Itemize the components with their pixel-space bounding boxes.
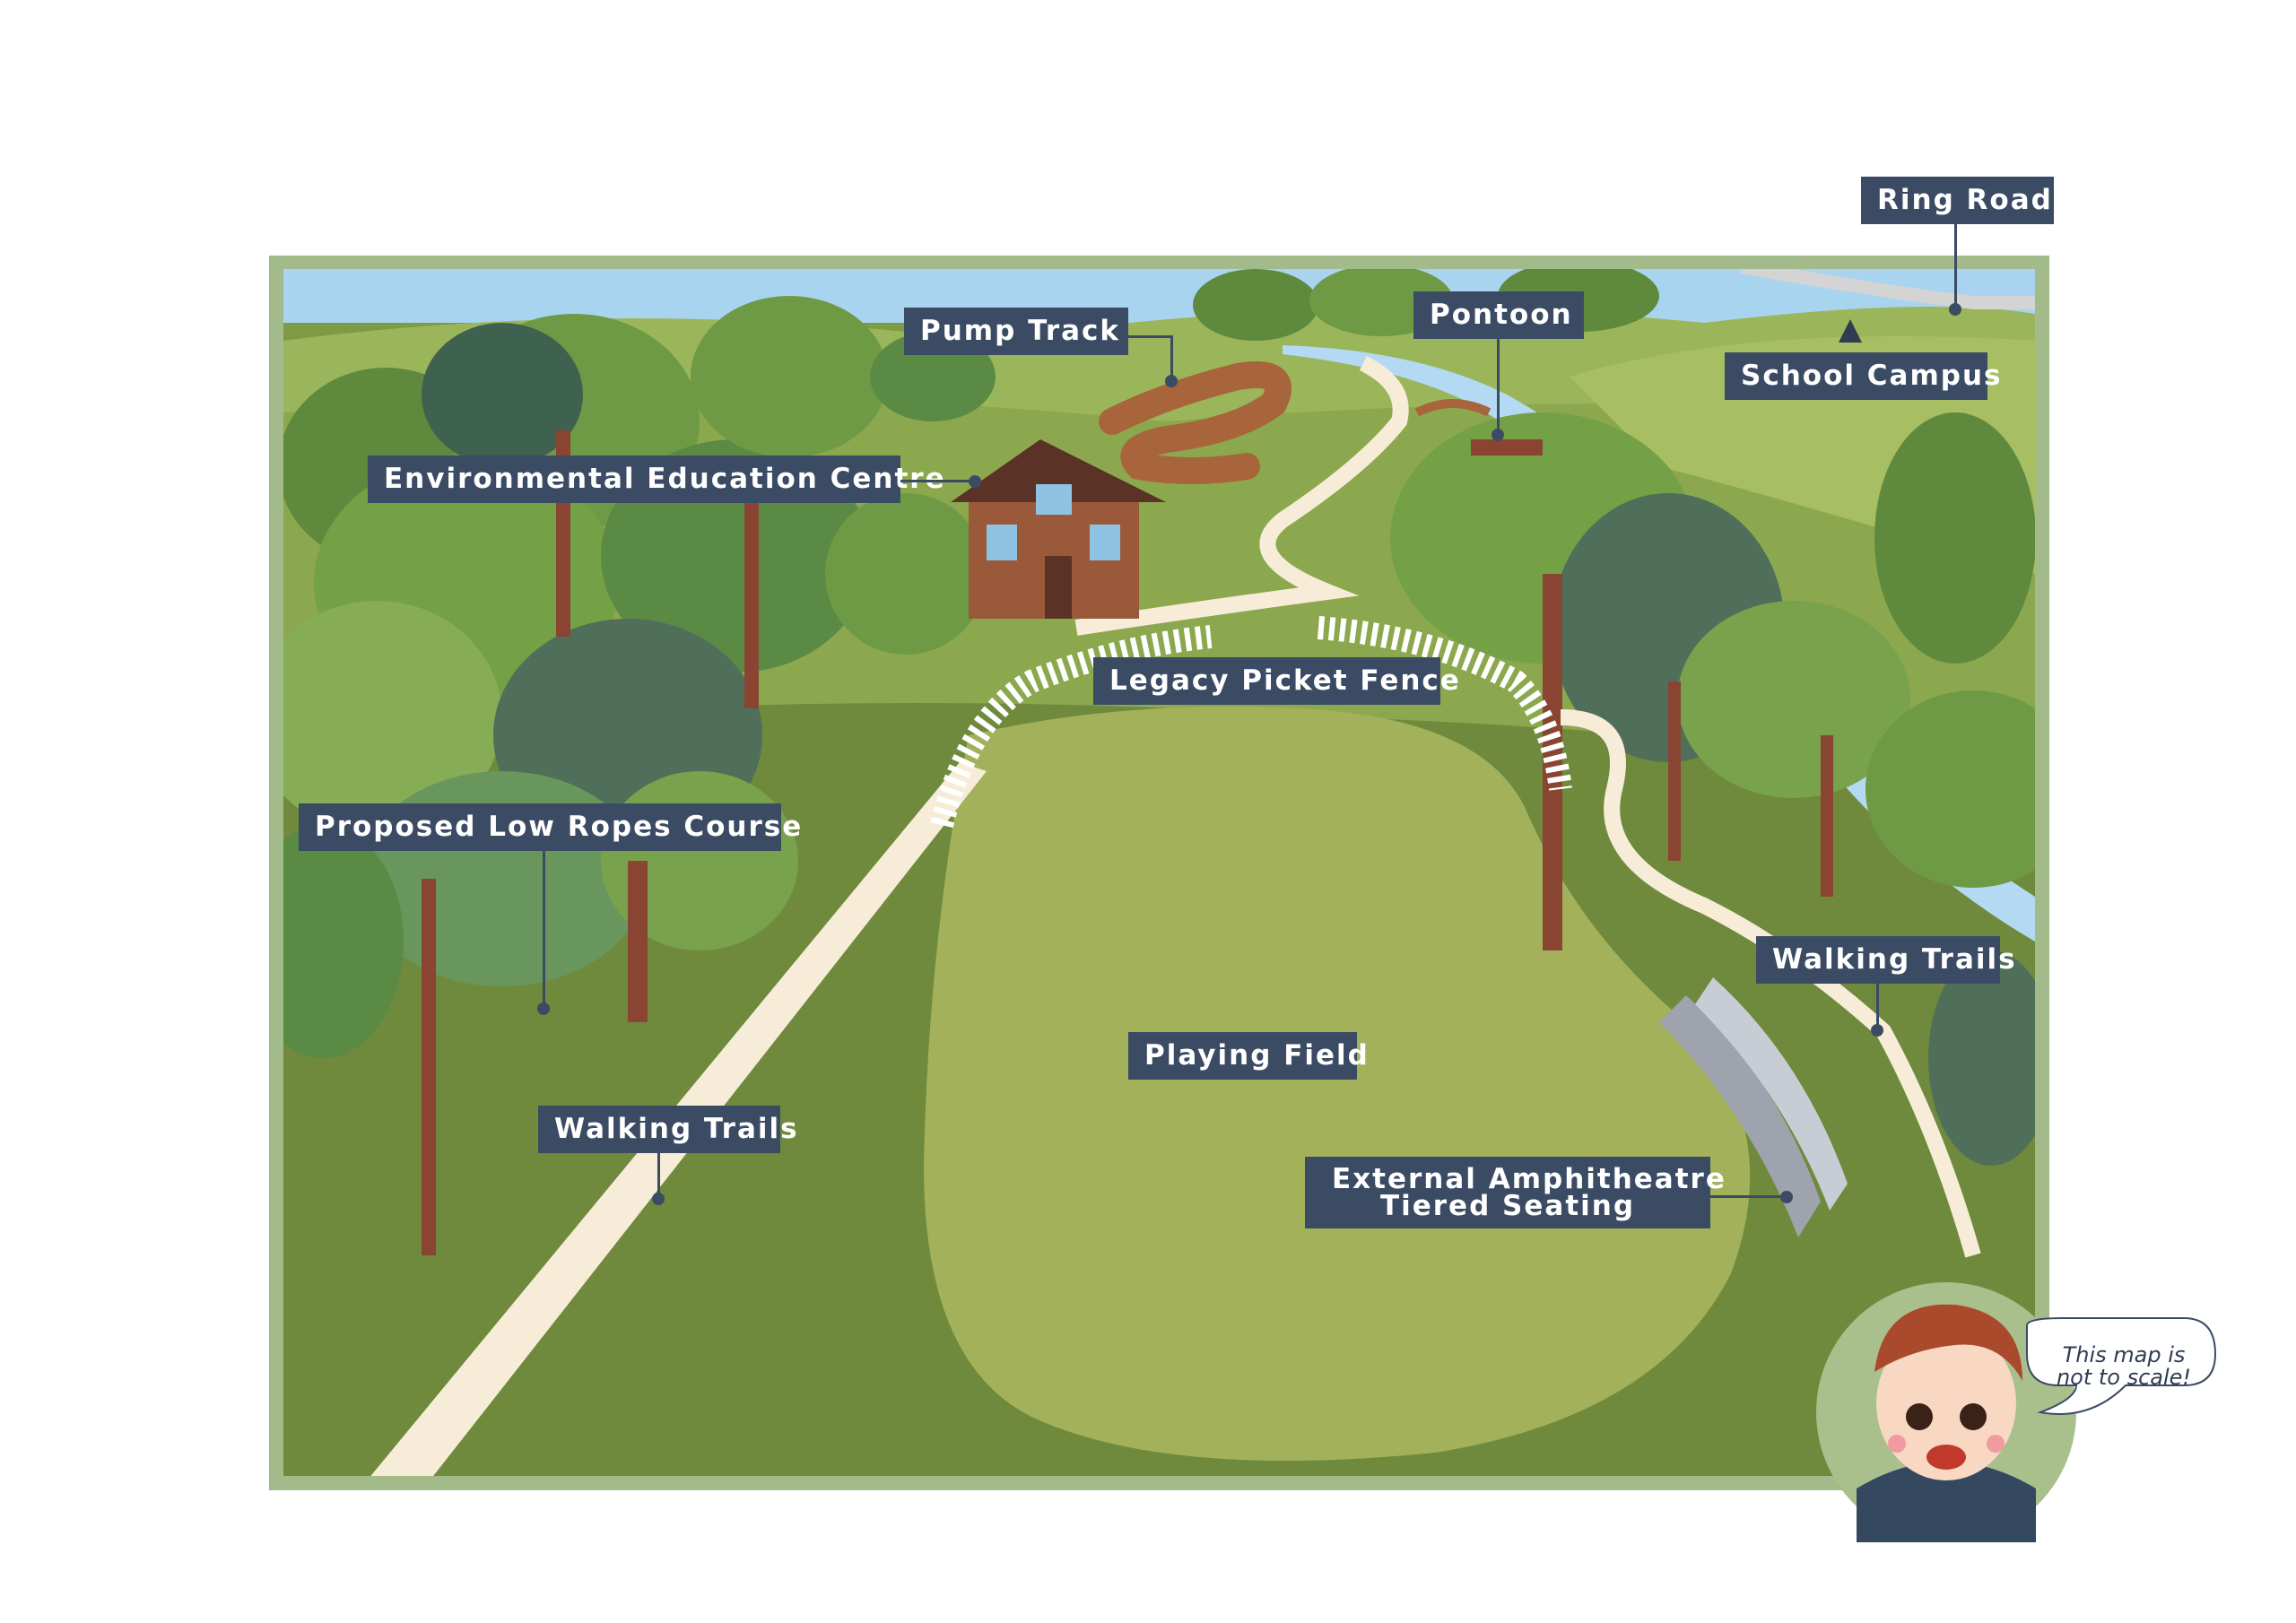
walking-trails-right-dot (1871, 1024, 1883, 1037)
pontoon-dot (1492, 429, 1504, 441)
right-path (1560, 709, 1981, 1258)
speech-line-1: This map is (2062, 1342, 2186, 1367)
amphitheatre-label-line1: External Amphitheatre (1332, 1163, 1726, 1195)
walking-trails-right-label: Walking Trails (1756, 936, 2015, 984)
pump-track-dot (1165, 375, 1178, 387)
education-centre-cabin (951, 439, 1166, 619)
proposed-low-ropes-course-label: Proposed Low Ropes Course (299, 803, 801, 851)
walking-trails-left-label: Walking Trails (538, 1106, 797, 1153)
speech-bubble-text: This map is not to scale! (2034, 1344, 2213, 1389)
ring-road-leader (1954, 224, 1957, 308)
amphitheatre-label: External Amphitheatre Tiered Seating (1305, 1157, 1726, 1228)
pontoon (1471, 439, 1543, 456)
school-campus-label: School Campus (1725, 352, 2000, 400)
ring-road-label: Ring Road (1861, 177, 2054, 224)
amphitheatre-seating (1659, 995, 1821, 1237)
pump-track-leader-v (1170, 335, 1173, 380)
walking-trails-left-leader (657, 1153, 660, 1198)
pontoon-leader (1497, 339, 1500, 433)
environmental-education-centre-label: Environmental Education Centre (368, 456, 944, 503)
legacy-picket-fence-label: Legacy Picket Fence (1093, 657, 1459, 705)
env-centre-dot (969, 475, 981, 488)
ring-road (1740, 269, 2035, 309)
speech-line-2: not to scale! (2056, 1365, 2192, 1390)
low-ropes-dot (537, 1002, 550, 1015)
pump-track-label: Pump Track (904, 308, 1128, 355)
low-ropes-leader (543, 851, 545, 1008)
campus-marker (1839, 319, 1862, 343)
amphitheatre-label-line2: Tiered Seating (1379, 1190, 1636, 1222)
pump-track-leader (1128, 335, 1173, 338)
mascot-avatar (1816, 1282, 2076, 1542)
picket-fence (930, 616, 1572, 829)
centre-path (1074, 355, 1409, 636)
pump-track (1099, 361, 1292, 484)
walking-trails-right-leader (1876, 984, 1879, 1028)
speech-bubble (2026, 1317, 2217, 1415)
playing-field-label: Playing Field (1128, 1032, 1368, 1080)
ring-road-dot (1949, 303, 1961, 316)
amphitheatre-leader (1710, 1195, 1784, 1198)
pontoon-label: Pontoon (1413, 291, 1584, 339)
amphitheatre-dot (1780, 1191, 1793, 1203)
walking-trails-left-dot (652, 1193, 665, 1205)
env-centre-leader (900, 480, 972, 482)
